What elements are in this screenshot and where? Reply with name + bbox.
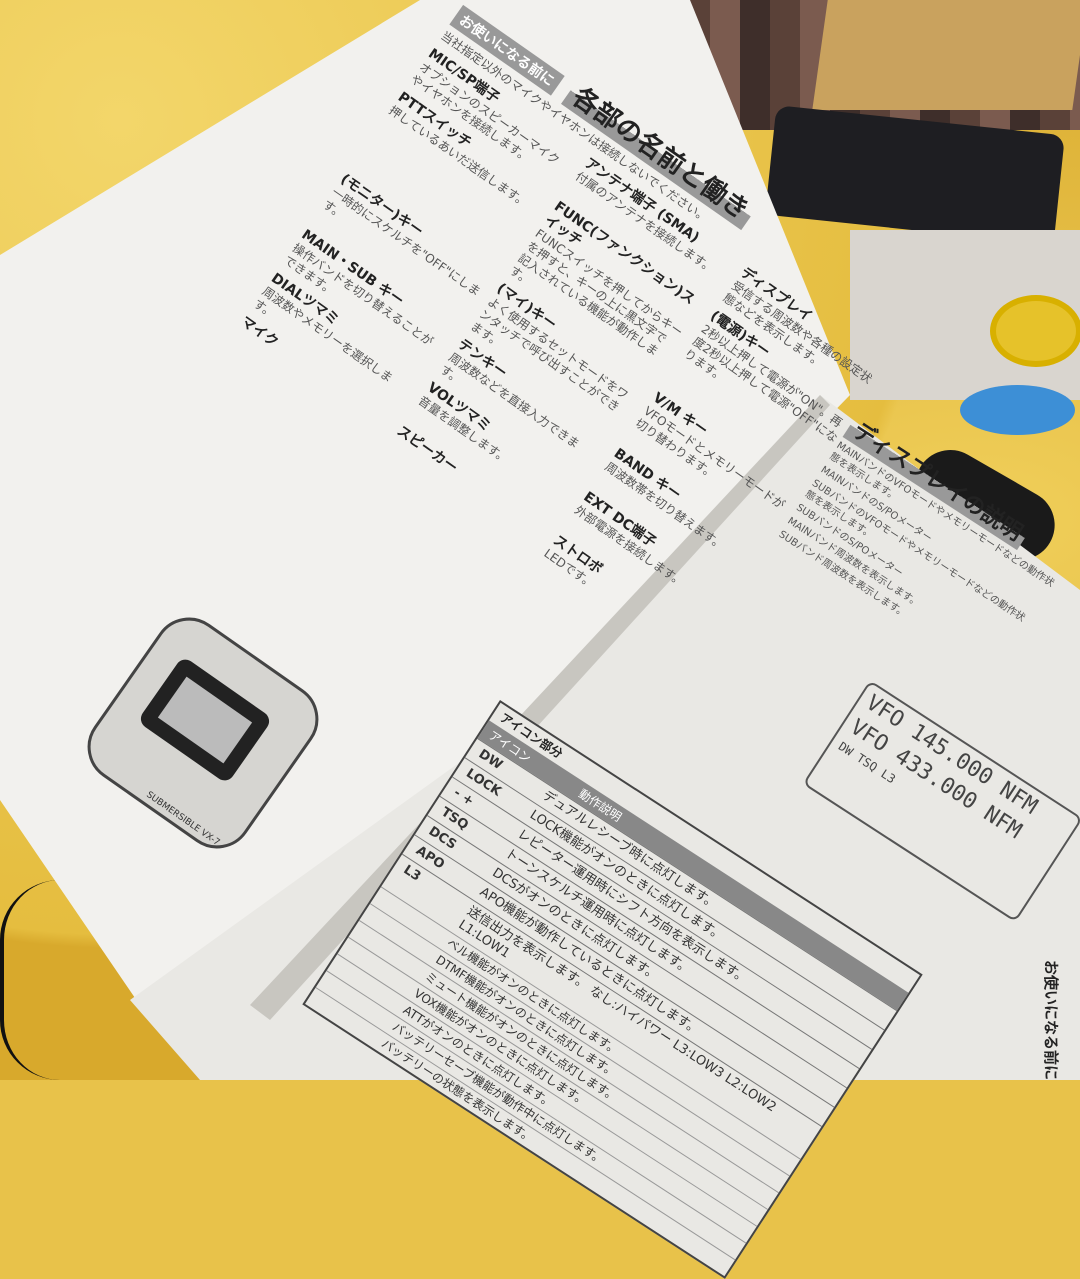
- blue-tape-roll: [960, 385, 1075, 435]
- side-tab: お使いになる前に: [1042, 960, 1060, 1081]
- yellow-tape-roll: [990, 295, 1080, 367]
- black-cable-bottom: [0, 880, 134, 1080]
- cardboard-box: [812, 0, 1080, 110]
